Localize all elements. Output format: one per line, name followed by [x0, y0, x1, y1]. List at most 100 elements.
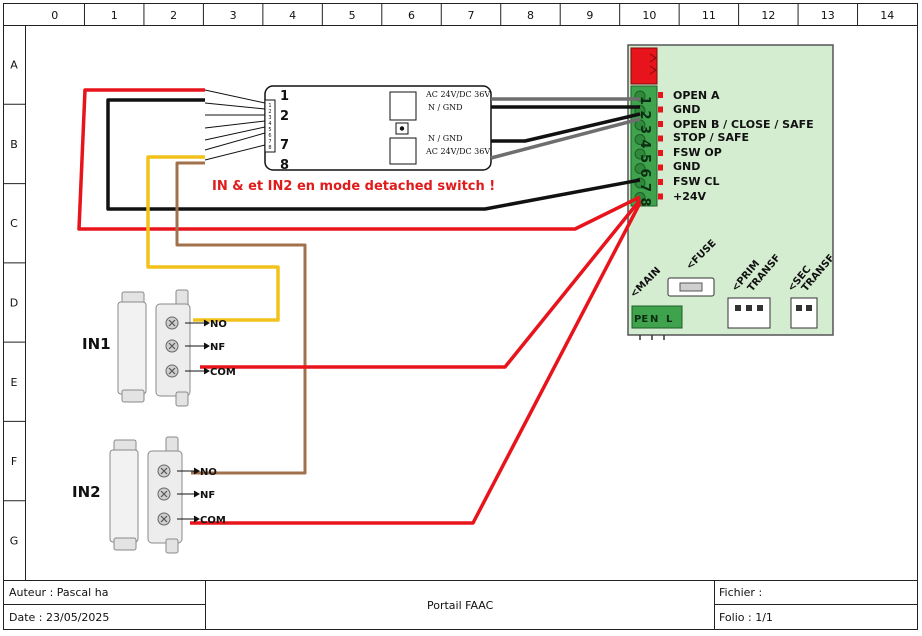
terminal-led [658, 121, 663, 127]
column-label-2: 2 [170, 9, 177, 22]
terminal-pin-4: 4 [637, 140, 652, 149]
column-label-5: 5 [349, 9, 356, 22]
file-field: Fichier : [719, 586, 763, 599]
column-label-3: 3 [230, 9, 237, 22]
date-field: Date : 23/05/2025 [9, 611, 110, 624]
terminal-led [658, 92, 663, 98]
column-label-9: 9 [586, 9, 593, 22]
terminal-label: FSW OP [673, 146, 722, 159]
row-label-F: F [11, 455, 17, 468]
mode-note: IN & et IN2 en mode detached switch ! [212, 179, 495, 194]
pin-strip-label: 1 [268, 103, 271, 109]
in1-contact-no: NO [210, 319, 227, 330]
column-dividers [83, 3, 859, 26]
sec-connector [790, 297, 818, 329]
module-pin-8: 8 [280, 158, 289, 173]
pin-strip-label: 6 [268, 133, 271, 139]
drawing-title: Portail FAAC [427, 599, 494, 612]
terminal-label: STOP / SAFE [673, 131, 749, 144]
screw-slot [160, 467, 168, 475]
column-label-4: 4 [289, 9, 296, 22]
wire-red-com-in1 [200, 198, 642, 369]
prim-connector [727, 297, 771, 329]
pin-strip-label: 3 [268, 115, 271, 121]
in2-contact-nf: NF [200, 490, 215, 501]
column-label-7: 7 [468, 9, 475, 22]
sensor-in1: IN1 NO NF COM [82, 289, 236, 407]
terminal-screw [634, 148, 646, 160]
screw-slot [168, 342, 176, 350]
screw-slot [160, 490, 168, 498]
relay-1-line-2: N / GND [428, 103, 463, 112]
sensor-in2: IN2 NO NF COM [72, 436, 226, 554]
mains-connector [631, 305, 683, 329]
red-connector [630, 47, 658, 85]
terminal-label: FSW CL [673, 175, 719, 188]
column-label-6: 6 [408, 9, 415, 22]
screw-slot [160, 515, 168, 523]
module-input-leads [204, 89, 266, 161]
relay-1-line-1: AC 24V/DC 36V [425, 90, 490, 99]
drawing-frame [3, 3, 918, 630]
relay-2-line-2: AC 24V/DC 36V [425, 147, 490, 156]
folio-field: Folio : 1/1 [719, 611, 773, 624]
mains-terminal-n: N [650, 314, 658, 325]
terminal-pin-1: 1 [637, 96, 652, 105]
relay-2-line-1: N / GND [428, 134, 463, 143]
terminal-led [658, 150, 663, 156]
title-block [3, 580, 918, 630]
wire-black-gnd [106, 98, 641, 211]
relay-2 [389, 137, 417, 165]
terminal-led [658, 193, 663, 200]
terminal-pin-5: 5 [637, 154, 652, 163]
terminal-led [658, 135, 663, 142]
terminal-pin-2: 2 [637, 111, 652, 120]
wire-red-24v [77, 88, 641, 231]
row-label-E: E [11, 376, 18, 389]
terminal-label: GND [673, 160, 700, 173]
row-label-D: D [10, 297, 18, 310]
wire-red-com-in2 [190, 202, 642, 525]
board-pcb [627, 44, 834, 336]
module-pin-strip [264, 99, 276, 153]
module-pin-7: 7 [280, 138, 289, 153]
pin-strip-label: 4 [268, 121, 271, 127]
screw-slot [168, 367, 176, 375]
pin-strip-label: 2 [268, 109, 271, 115]
wire-relay2-ac [490, 117, 641, 160]
pin-strip-label: 7 [268, 139, 271, 145]
screw-slot [168, 319, 176, 327]
pin-strip-label: 8 [268, 145, 271, 151]
row-dividers [3, 103, 26, 502]
terminal-pin-8: 8 [637, 198, 652, 207]
column-label-13: 13 [821, 9, 835, 22]
column-label-12: 12 [761, 9, 775, 22]
terminal-label: OPEN B / CLOSE / SAFE [673, 118, 814, 131]
mains-terminal-pe: PE [634, 314, 648, 325]
sensor-in2-label: IN2 [72, 483, 101, 501]
row-label-G: G [10, 534, 19, 547]
terminal-label: +24V [673, 190, 707, 203]
terminal-label: GND [673, 103, 700, 116]
terminal-label: OPEN A [673, 89, 720, 102]
module-pin-1: 1 [280, 89, 289, 104]
relay-1 [389, 91, 417, 121]
wire-yellow [146, 155, 280, 322]
terminal-pin-3: 3 [637, 125, 652, 134]
sensor-in1-label: IN1 [82, 335, 111, 353]
column-label-10: 10 [642, 9, 656, 22]
wires [77, 88, 642, 525]
terminal-leds [658, 92, 663, 200]
terminal-pin-6: 6 [637, 169, 652, 178]
column-label-0: 0 [51, 9, 58, 22]
column-label-8: 8 [527, 9, 534, 22]
terminal-pin-7: 7 [637, 183, 652, 192]
